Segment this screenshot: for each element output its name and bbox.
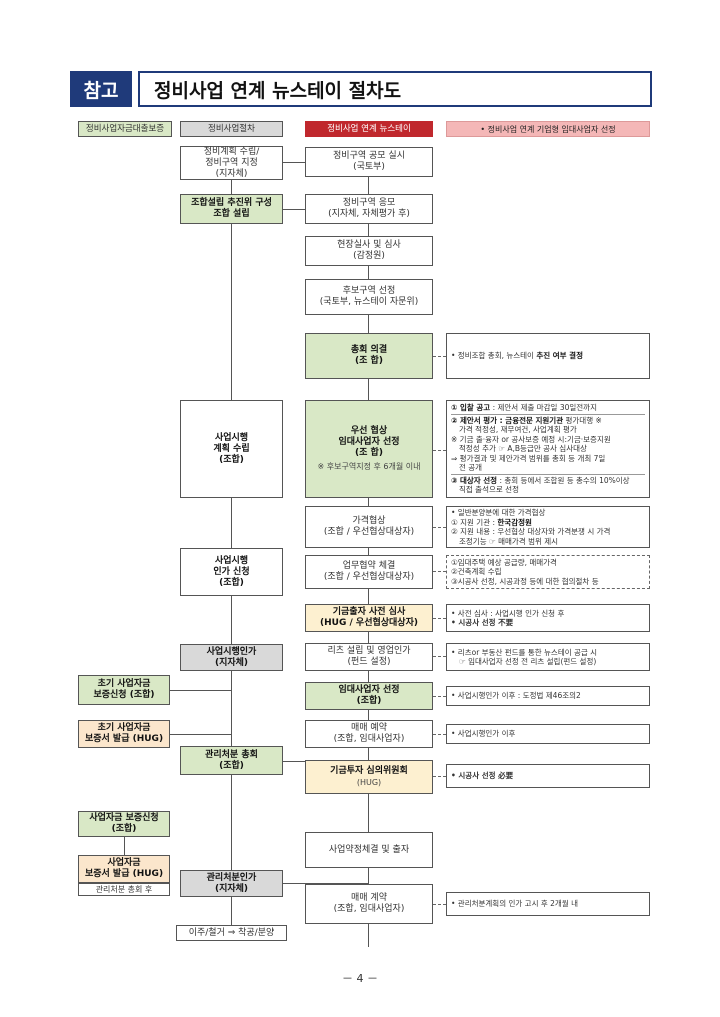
dash-n3 xyxy=(433,527,446,528)
dash-n9 xyxy=(433,776,446,777)
nst-step-8: 업무협약 체결 (조합 / 우선협상대상자) xyxy=(305,555,433,589)
page-title: 정비사업 연계 뉴스테이 절차도 xyxy=(154,79,402,102)
link-assoc xyxy=(282,209,305,210)
dash-n10 xyxy=(433,904,446,905)
col3-header: 정비사업 연계 뉴스테이 xyxy=(305,121,433,137)
dash-n6 xyxy=(433,656,446,657)
step-final: 이주/철거 ⇒ 착공/분양 xyxy=(176,925,287,941)
step-project-plan: 사업시행 계획 수립 (조합) xyxy=(180,400,283,498)
note-4: ①임대주택 예상 공급량, 매매가격 ②건축계획 수립 ③시공사 선정, 시공과… xyxy=(446,555,650,589)
nst-step-10: 리츠 설립 및 영업인가 (펀드 설정) xyxy=(305,643,433,671)
note-5: • 사전 심사 : 사업시행 인가 신청 후 • 시공사 선정 不要 xyxy=(446,604,650,632)
note-3: • 일반분양분에 대한 가격협상 ① 지원 기관 : 한국감정원 ② 지원 내용… xyxy=(446,506,650,548)
step-disposal-meeting: 관리처분 총회 (조합) xyxy=(180,746,283,775)
nst-step-11: 임대사업자 선정 (조합) xyxy=(305,682,433,710)
page-number: － 4 － xyxy=(342,972,378,985)
dash-n2 xyxy=(433,450,446,451)
step-plan: 정비계획 수립/ 정비구역 지정 (지자체) xyxy=(180,146,283,180)
fund-initial-apply: 초기 사업자금 보증신청 (조합) xyxy=(78,675,170,705)
fund-issue: 사업자금 보증서 발급 (HUG) xyxy=(78,855,170,883)
header-tag-box: 참고 xyxy=(70,71,132,107)
nst-step-1: 정비구역 공모 실시 (국토부) xyxy=(305,147,433,177)
step-approval-apply: 사업시행 인가 신청 (조합) xyxy=(180,548,283,596)
nst-step-5: 총회 의결 (조 합) xyxy=(305,333,433,379)
col2-header: 정비사업절차 xyxy=(180,121,283,137)
link-initial-issue xyxy=(170,734,231,735)
note-6: • 리츠or 부동산 펀드를 통한 뉴스테이 공급 시 ☞ 임대사업자 선정 전… xyxy=(446,643,650,671)
nst-step-12: 매매 예약 (조합, 임대사업자) xyxy=(305,720,433,748)
nst-step-13: 기금투자 심의위원회 (HUG) xyxy=(305,760,433,794)
nst-step-15: 매매 계약 (조합, 임대사업자) xyxy=(305,884,433,924)
step-approval: 사업시행인가 (지자체) xyxy=(180,644,283,671)
note-8: • 사업시행인가 이후 xyxy=(446,724,650,744)
fund-issue-note: 관리처분 총회 후 xyxy=(78,883,170,896)
dash-n5 xyxy=(433,618,446,619)
col4-header: • 정비사업 연계 기업형 임대사업자 선정 xyxy=(446,121,650,137)
nst-step-2: 정비구역 응모 (지자체, 자체평가 후) xyxy=(305,194,433,224)
link-plan xyxy=(282,162,305,163)
nst-step-9: 기금출자 사전 심사 (HUG / 우선협상대상자) xyxy=(305,604,433,632)
dash-n4 xyxy=(433,571,446,572)
fund-initial-issue: 초기 사업자금 보증서 발급 (HUG) xyxy=(78,720,170,748)
note-2: ① 입찰 공고 : 제안서 제출 마감일 30일전까지 ② 제안서 평가 : 금… xyxy=(446,400,650,498)
step-disposal-approval: 관리처분인가 (지자체) xyxy=(180,870,283,897)
link-initial-apply xyxy=(170,690,231,691)
nst-step-4: 후보구역 선정 (국토부, 뉴스테이 자문위) xyxy=(305,279,433,315)
note-7: • 사업시행인가 이후 : 도정법 제46조의2 xyxy=(446,686,650,706)
fund-apply: 사업자금 보증신청 (조합) xyxy=(78,811,170,837)
link-disposal-approval xyxy=(282,883,368,884)
note-10: • 관리처분계획의 인가 고시 후 2개월 내 xyxy=(446,892,650,916)
dash-n7 xyxy=(433,696,446,697)
dash-n1 xyxy=(433,356,446,357)
nst-step-6: 우선 협상 임대사업자 선정 (조 합) ※ 후보구역지정 후 6개월 이내 xyxy=(305,400,433,498)
header-tag: 참고 xyxy=(83,79,119,102)
nst-step-3: 현장실사 및 심사 (감정원) xyxy=(305,236,433,266)
dash-n8 xyxy=(433,734,446,735)
note-9: • 시공사 선정 必要 xyxy=(446,764,650,788)
note-1: • 정비조합 총회, 뉴스테이 추진 여부 결정 xyxy=(446,333,650,379)
nst-step-14: 사업약정체결 및 출자 xyxy=(305,832,433,868)
step-assoc: 조합설립 추진위 구성 조합 설립 xyxy=(180,194,283,224)
col1-header: 정비사업자금대출보증 xyxy=(78,121,172,137)
nst-step-7: 가격협상 (조합 / 우선협상대상자) xyxy=(305,506,433,548)
header-title-box: 정비사업 연계 뉴스테이 절차도 xyxy=(138,71,652,107)
col1-connector xyxy=(124,836,125,856)
